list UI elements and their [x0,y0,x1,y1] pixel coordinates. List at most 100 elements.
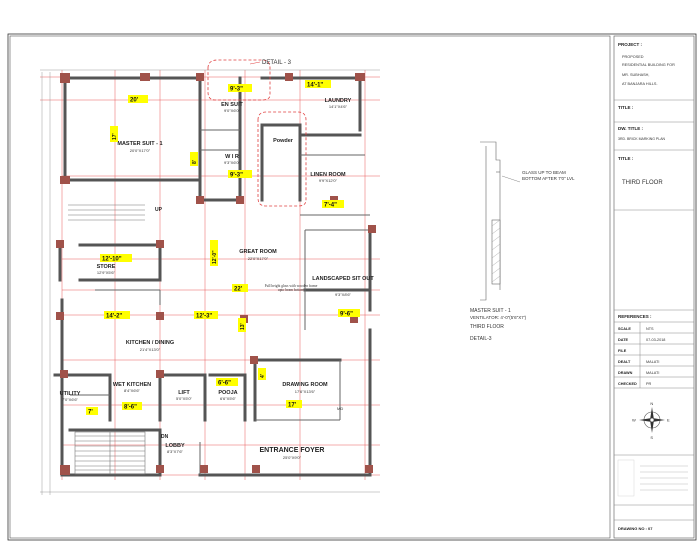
firm-logo [617,459,635,497]
project-label: PROJECT : [618,42,643,47]
dim-tag: 9'-3" [230,87,243,93]
room-size: 9'9"X12'0" [319,178,338,183]
title-label: TITLE : [618,156,634,161]
detail-caption: MASTER SUIT - 1 [470,308,511,314]
dim-tag-vertical: 4' [260,374,266,378]
dim-tag: 12'-3" [196,314,212,320]
room-name: LOBBY [165,443,185,449]
columns [56,73,376,475]
dim-tag: 14'-2" [106,314,122,320]
compass-n: N [650,401,653,406]
tag-bg [338,309,360,317]
dim-tag: 6'-6" [218,381,231,387]
dim-tag-vertical: 13' [240,323,246,330]
dim-tag-vertical: 17' [112,133,118,140]
row-key: SCALE [618,327,631,331]
room-name: POOJA [218,390,237,396]
room-name: DRAWING ROOM [282,382,328,388]
room-size: 9'3"X8'6" [335,292,352,297]
glass-note: Full height glass with wooden frame upto… [265,284,318,292]
room-name: LINEN ROOM [310,172,346,178]
detail-caption: THIRD FLOOR [470,324,504,330]
title-block-frame [613,35,695,539]
dimension-lines [40,70,380,480]
detail-caption: VENTILATOR: 4'-0"(5'6"X7') [470,315,527,320]
row-value: MALATI [646,360,659,364]
detail-callout: DETAIL - 3 [262,60,292,66]
room-name: ENTRANCE FOYER [260,447,325,454]
row-key: DRAWN [618,371,633,375]
compass-w: W [632,418,636,423]
tag-bg [100,254,132,262]
dim-tag: 22' [234,287,243,293]
staircase-up [68,204,145,221]
drawing-border [9,35,611,539]
dim-tag: 17' [288,403,297,409]
room-name: KITCHEN / DINING [126,340,174,346]
room-size: 9'3"X6'0" [224,160,241,165]
dim-tag: 20' [130,98,139,104]
compass-e: E [667,418,670,423]
compass-icon: N S E W [632,401,670,440]
dim-tag-vertical: 8' [192,160,198,164]
dim-tag: 14'-1" [307,83,323,89]
room-name: GREAT ROOM [239,249,277,255]
title-small-label: TITLE : [618,105,634,110]
detail-caption: DETAIL-3 [470,336,492,342]
row-key: DATE [618,338,629,342]
title-block: PROJECT : PROPOSED RESIDENTIAL BUILDING … [613,35,695,539]
room-size: 7'0"X6'6" [62,397,79,402]
dimension-tags: 20' 9'-3" 14'-1" 9'-3" 12'-10" 22' 14'-2… [86,80,360,416]
dim-tag: 9'-3" [230,173,243,179]
firm-address-lines [640,465,688,491]
room-name: EN SUIT [221,102,243,108]
tag-bg [194,311,218,319]
tag-bg [232,284,248,292]
tag-bg [286,400,302,408]
room-name: MASTER SUIT - 1 [117,141,162,147]
dim-tag: 8'-6" [124,405,137,411]
drawing-number: DRAWING NO : 07 [618,526,653,531]
tag-bg [122,402,142,410]
detail-outline [207,59,307,207]
tag-bg [305,80,331,88]
compass-s: S [650,435,653,440]
room-name: WET KITCHEN [113,382,151,388]
room-size: 25'0"X9'0" [283,455,302,460]
room-name: LAUNDRY [325,98,352,104]
dwg-title-label: DW. TITLE : [618,126,643,131]
sheet-border [7,33,697,541]
room-name: Powder [273,138,294,144]
tag-bg [228,84,252,92]
dim-tag: 7'-4" [324,203,337,209]
room-size: 8'4"X6'6" [124,388,141,393]
tag-bg [128,95,148,103]
dwg-title: 3RD. BRICK MARKING PLAN [618,137,666,141]
room-size: 6'6"X5'6" [220,396,237,401]
room-size: 12'9"X5'6" [97,270,116,275]
row-key: FILE [618,349,627,353]
room-name: STORE [97,264,116,270]
room-size: 5'0"X5'0" [176,396,193,401]
tag-bg [238,318,246,332]
room-size: 22'0"X17'0" [248,256,269,261]
dim-tag-vertical: 12'-0" [212,250,218,264]
row-value: MALATI [646,371,659,375]
room-size: 20'0"X17'0" [130,148,151,153]
staircase-lobby [74,431,146,475]
row-key: CHECKED [618,382,637,386]
tag-bg [110,126,118,142]
tag-bg [104,311,130,319]
room-name: UTILITY [60,391,81,397]
thin-walls [70,129,370,475]
room-name: LANDSCAPED SIT OUT [312,276,374,282]
sheet-title: THIRD FLOOR [622,180,663,186]
detail-glass-note: GLASS UP TO BEAM BOTTOM AFTER 7'0" LVL [522,170,575,181]
room-labels: MASTER SUIT - 1 20'0"X17'0" EN SUIT 9'0"… [60,98,375,460]
room-size: 9'0"X6'0" [224,108,241,113]
detail-section: GLASS UP TO BEAM BOTTOM AFTER 7'0" LVL M… [470,141,575,342]
tag-bg [322,200,344,208]
detail-leader [249,61,261,65]
tag-bg [210,240,218,266]
tag-bg [86,407,98,415]
